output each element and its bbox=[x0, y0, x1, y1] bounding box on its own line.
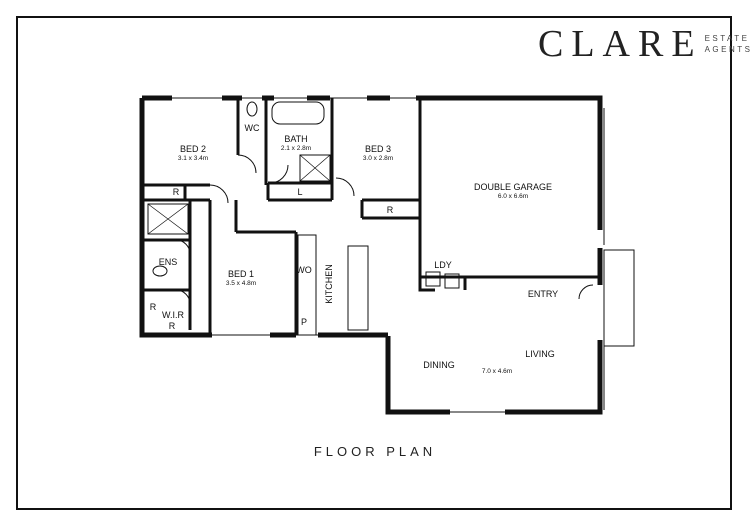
brand-logo: CLARE ESTATE AGENTS bbox=[538, 22, 750, 66]
interior-walls bbox=[142, 98, 600, 335]
room-label-entry: ENTRY bbox=[528, 289, 558, 299]
room-label-garage: DOUBLE GARAGE bbox=[474, 182, 552, 192]
brand-name: CLARE bbox=[538, 23, 703, 65]
room-dims-garage: 6.0 x 6.6m bbox=[498, 193, 528, 200]
room-label-bed3: BED 3 bbox=[365, 144, 391, 154]
room-label-ens: ENS bbox=[159, 257, 178, 267]
room-label-bath: BATH bbox=[284, 134, 307, 144]
room-label-living: LIVING bbox=[525, 349, 555, 359]
plan-title: FLOOR PLAN bbox=[313, 444, 437, 459]
room-label-wir: W.I.R bbox=[162, 310, 184, 320]
room-dims-bed2: 3.1 x 3.4m bbox=[178, 155, 208, 162]
robe-label-bed2: R bbox=[173, 187, 180, 197]
room-dims-living: 7.0 x 4.6m bbox=[482, 368, 512, 375]
entry-porch bbox=[603, 249, 635, 347]
page-border bbox=[16, 16, 732, 510]
room-label-bed1: BED 1 bbox=[228, 269, 254, 279]
room-label-pantry: P bbox=[301, 317, 307, 327]
robe-label-wir-bottom: R bbox=[169, 321, 176, 331]
room-label-dining: DINING bbox=[423, 360, 455, 370]
robe-label-wir-left: R bbox=[150, 302, 157, 312]
wc-toilet bbox=[246, 101, 258, 117]
laundry-machine bbox=[444, 273, 460, 289]
room-dims-bed1: 3.5 x 4.8m bbox=[226, 280, 256, 287]
bathtub bbox=[271, 101, 325, 125]
bath-shower bbox=[299, 154, 331, 182]
brand-subtitle: ESTATE AGENTS bbox=[705, 33, 750, 55]
room-dims-bed3: 3.0 x 2.8m bbox=[363, 155, 393, 162]
room-label-wo: WO bbox=[296, 265, 312, 275]
brand-sub2: AGENTS bbox=[704, 45, 750, 54]
room-label-ldy: LDY bbox=[434, 260, 452, 270]
outer-wall bbox=[139, 95, 603, 415]
laundry-tub bbox=[425, 271, 441, 287]
ens-toilet bbox=[152, 265, 168, 277]
room-label-wc: WC bbox=[245, 123, 260, 133]
room-label-bed2: BED 2 bbox=[180, 144, 206, 154]
robe-label-bed3: R bbox=[387, 205, 394, 215]
kitchen-bench bbox=[347, 245, 369, 331]
room-dims-bath: 2.1 x 2.8m bbox=[281, 145, 311, 152]
ens-shower bbox=[147, 203, 189, 235]
linen-label: L bbox=[297, 187, 302, 197]
brand-sub1: ESTATE bbox=[704, 34, 750, 43]
room-label-kitchen: KITCHEN bbox=[324, 264, 334, 304]
door-arcs bbox=[175, 154, 594, 305]
kitchen-counter bbox=[297, 234, 317, 336]
